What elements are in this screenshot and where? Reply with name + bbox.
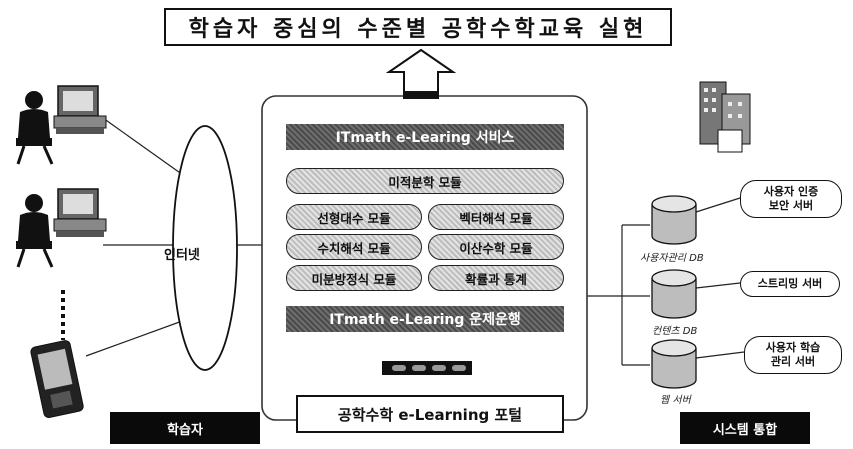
module-probability-statistics: 확률과 통계 (428, 265, 564, 291)
internet-label: 인터넷 (164, 248, 200, 263)
module-discrete-math: 이산수학 모듈 (428, 234, 564, 260)
database-icon (651, 269, 697, 319)
service-learning-management: 사용자 학습 관리 서버 (744, 336, 842, 374)
portal-box: 공학수학 e-Learning 포털 (296, 395, 564, 433)
db-label-user: 사용자관리 DB (640, 253, 704, 264)
learner-label: 학습자 (110, 412, 260, 444)
system-integration-label: 시스템 통합 (680, 412, 810, 444)
user-at-computer-icon (16, 85, 107, 165)
module-linear-algebra: 선형대수 모듈 (286, 204, 422, 230)
operations-footer: ITmath e-Learing 운제운행 (286, 306, 564, 332)
network-switch-icon (382, 361, 472, 375)
service-header: ITmath e-Learing 서비스 (286, 124, 564, 150)
module-differential-equations: 미분방정식 모듈 (286, 265, 422, 291)
database-icon (651, 195, 697, 245)
service-streaming: 스트리밍 서버 (740, 271, 840, 297)
user-at-computer-icon (16, 188, 107, 268)
module-vector-analysis: 벡터해석 모듈 (428, 204, 564, 230)
diagram-title: 학습자 중심의 수준별 공학수학교육 실현 (164, 8, 672, 46)
internet-ellipse (172, 125, 238, 371)
module-calculus: 미적분학 모듈 (286, 168, 564, 194)
db-label-content: 컨텐츠 DB (652, 326, 698, 337)
building-icon (699, 81, 751, 153)
up-arrow-icon (385, 48, 457, 99)
mobile-device-icon (30, 340, 84, 418)
db-label-web: 웹 서버 (660, 395, 691, 406)
service-auth-security: 사용자 인증 보안 서버 (740, 180, 842, 218)
module-numerical-analysis: 수치해석 모듈 (286, 234, 422, 260)
database-icon (651, 339, 697, 389)
